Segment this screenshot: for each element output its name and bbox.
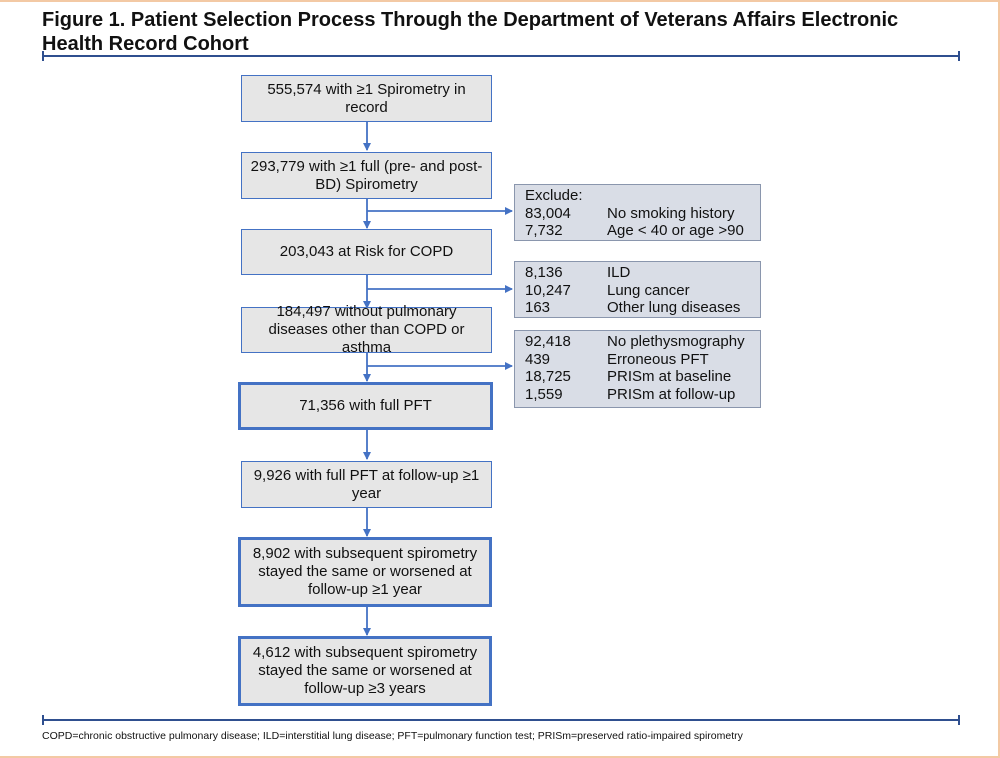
figure-title: Figure 1. Patient Selection Process Thro… <box>42 9 899 55</box>
exclusion-row: 439 Erroneous PFT <box>525 351 760 369</box>
flow-box-no-pulmonary-diseases: 184,497 without pulmonary diseases other… <box>241 303 492 356</box>
flow-box-follow-up-1-year: 8,902 with subsequent spirometry stayed … <box>238 537 492 607</box>
exclusion-row: 10,247 Lung cancer <box>525 282 760 300</box>
exclusion-reason: PRISm at follow-up <box>607 385 736 403</box>
exclusion-reason: ILD <box>607 264 631 281</box>
exclusion-reason: Other lung diseases <box>607 299 741 316</box>
exclusion-reason: Erroneous PFT <box>607 350 709 368</box>
title-rule <box>42 51 960 61</box>
exclusion-row: 8,136 ILD <box>525 264 760 282</box>
frame-right-border <box>998 0 1000 758</box>
exclusion-count: 7,732 <box>525 222 563 239</box>
frame-top-border <box>0 0 1000 2</box>
exclusion-count: 439 <box>525 350 551 368</box>
exclusion-reason: PRISm at baseline <box>607 368 732 385</box>
exclusion-row: 92,418 No plethysmography <box>525 333 760 351</box>
flow-box-spirometry-record: 555,574 with ≥1 Spirometry in record <box>241 75 492 122</box>
frame-bottom-border <box>0 756 1000 758</box>
flow-box-full-pft: 71,356 with full PFT <box>238 382 493 430</box>
exclusion-count: 10,247 <box>525 281 571 299</box>
exclusion-count: 18,725 <box>525 368 571 385</box>
exclusion-count: 163 <box>525 299 551 316</box>
footnote: COPD=chronic obstructive pulmonary disea… <box>42 730 743 742</box>
exclusion-reason: No smoking history <box>607 204 735 222</box>
exclusion-row: 1,559 PRISm at follow-up <box>525 386 760 404</box>
exclusion-box-2: 8,136 ILD 10,247 Lung cancer 163 Other l… <box>514 261 761 318</box>
exclusion-count: 1,559 <box>525 385 563 403</box>
exclusion-reason: No plethysmography <box>607 333 745 350</box>
flow-box-full-spirometry: 293,779 with ≥1 full (pre- and post-BD) … <box>241 152 492 199</box>
exclusion-count: 92,418 <box>525 333 571 350</box>
exclusion-row: 18,725 PRISm at baseline <box>525 368 760 386</box>
exclusion-box-1: Exclude: 83,004 No smoking history 7,732… <box>514 184 761 241</box>
exclusion-heading: Exclude: <box>525 187 583 204</box>
exclusion-row: 83,004 No smoking history <box>525 205 760 223</box>
footnote-rule <box>42 715 960 725</box>
flow-box-risk-copd: 203,043 at Risk for COPD <box>241 229 492 275</box>
exclusion-count: 8,136 <box>525 264 563 281</box>
exclusion-row: 163 Other lung diseases <box>525 299 760 317</box>
exclusion-box-3: 92,418 No plethysmography 439 Erroneous … <box>514 330 761 408</box>
exclusion-reason: Lung cancer <box>607 281 690 299</box>
flow-box-full-pft-follow-up: 9,926 with full PFT at follow-up ≥1 year <box>241 461 492 508</box>
exclusion-row: 7,732 Age < 40 or age >90 <box>525 222 760 240</box>
exclusion-count: 83,004 <box>525 204 571 222</box>
exclusion-reason: Age < 40 or age >90 <box>607 222 744 239</box>
flow-box-follow-up-3-years: 4,612 with subsequent spirometry stayed … <box>238 636 492 706</box>
